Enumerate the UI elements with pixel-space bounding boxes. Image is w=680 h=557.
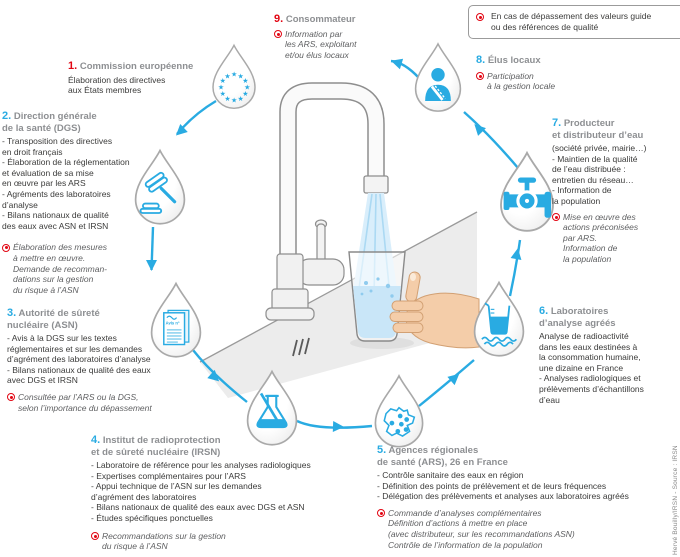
svg-text:★: ★	[231, 97, 237, 105]
section-dgs: 2. Direction générale de la santé (DGS) …	[2, 110, 174, 295]
section-number: 1.	[68, 60, 78, 72]
avis-document-droplet-icon: Avis n°	[150, 281, 202, 358]
credit-line: Hervé Bouilly/IRSN - Source : IRSN	[672, 445, 679, 555]
legend-alert-box: En cas de dépassement des valeurs guide …	[468, 5, 680, 39]
red-target-icon	[91, 532, 99, 541]
faucet	[265, 82, 389, 321]
section-number: 3.	[7, 307, 17, 319]
svg-text:★: ★	[224, 95, 230, 103]
section-body: Analyse de radioactivité dans les eaux d…	[539, 331, 644, 405]
red-target-icon	[476, 72, 484, 80]
avis-document-label: Avis n°	[166, 320, 180, 325]
section-body: Élaboration des directives aux États mem…	[68, 74, 166, 96]
section-number: 8.	[476, 54, 486, 66]
section-producteur: 7. Producteur et distributeur d’eau (soc…	[552, 117, 678, 265]
section-title: 2. Direction générale de la santé (DGS)	[2, 110, 97, 134]
section-title: 7. Producteur et distributeur d’eau	[552, 117, 644, 141]
svg-text:★: ★	[242, 90, 248, 98]
red-target-icon	[552, 213, 560, 222]
section-body: - Transposition des directives en droit …	[2, 136, 130, 231]
section-elus-locaux: 8. Élus locaux Participation à la gestio…	[476, 54, 596, 92]
svg-text:★: ★	[220, 90, 226, 98]
section-body: - Contrôle sanitaire des eaux en région …	[377, 470, 629, 502]
section-number: 5.	[377, 444, 387, 456]
sink-drain-icon	[292, 337, 310, 357]
person-droplet-icon	[414, 42, 462, 112]
svg-text:★: ★	[238, 72, 244, 80]
svg-text:★: ★	[218, 84, 224, 92]
section-number: 6.	[539, 305, 549, 317]
tap-filling-glass-illustration	[199, 82, 480, 398]
water-valve-droplet-icon	[500, 150, 554, 232]
svg-text:★: ★	[244, 84, 250, 92]
red-target-icon	[476, 13, 484, 21]
section-asn: 3. Autorité de sûreté nucléaire (ASN) - …	[7, 307, 192, 413]
section-laboratoires: 6. Laboratoires d’analyse agréés Analyse…	[539, 305, 677, 405]
section-ars: 5. Agences régionales de santé (ARS), 26…	[377, 444, 669, 550]
svg-text:★: ★	[220, 77, 226, 85]
svg-text:★: ★	[224, 72, 230, 80]
section-title: 1. Commission européenne	[68, 60, 194, 72]
section-title: 5. Agences régionales de santé (ARS), 26…	[377, 444, 508, 468]
gavel-droplet-icon	[134, 148, 186, 225]
france-map-droplet-icon	[374, 374, 424, 448]
flow-arrows	[146, 58, 522, 432]
svg-text:★: ★	[231, 70, 237, 78]
section-irsn: 4. Institut de radioprotection et de sûr…	[91, 434, 346, 552]
section-title: 9. Consommateur	[274, 13, 356, 25]
svg-text:★: ★	[242, 77, 248, 85]
section-body: (société privée, mairie…) - Maintien de …	[552, 143, 647, 206]
section-note: Mise en œuvre des actions préconisées pa…	[552, 212, 678, 265]
section-number: 2.	[2, 110, 12, 122]
section-title: 6. Laboratoires d’analyse agréés	[539, 305, 616, 329]
section-body: - Avis à la DGS sur les textes réglement…	[7, 333, 151, 386]
section-note: Consultée par l’ARS ou la DGS, selon l’i…	[7, 392, 192, 413]
beaker-droplet-icon	[473, 280, 525, 357]
section-title: 3. Autorité de sûreté nucléaire (ASN)	[7, 307, 100, 331]
section-note: Élaboration des mesures à mettre en œuvr…	[2, 242, 174, 295]
section-note: Information par les ARS, exploitant et/o…	[274, 29, 409, 61]
red-target-icon	[7, 393, 15, 402]
section-commission-europeenne: 1. Commission européenne Élaboration des…	[68, 60, 233, 96]
legend-alert-text: En cas de dépassement des valeurs guide …	[491, 11, 652, 32]
svg-text:★: ★	[238, 95, 244, 103]
red-target-icon	[2, 243, 10, 252]
section-number: 4.	[91, 434, 101, 446]
section-number: 9.	[274, 13, 284, 25]
red-target-icon	[377, 509, 385, 518]
section-title: 8. Élus locaux	[476, 54, 541, 66]
section-note: Recommandations sur la gestion du risque…	[91, 531, 346, 552]
flask-droplet-icon	[246, 369, 298, 446]
hand	[389, 271, 480, 349]
section-number: 7.	[552, 117, 562, 129]
section-title: 4. Institut de radioprotection et de sûr…	[91, 434, 221, 458]
section-body: - Laboratoire de référence pour les anal…	[91, 460, 311, 523]
section-note: Participation à la gestion locale	[476, 71, 596, 92]
red-target-icon	[274, 30, 282, 38]
eu-stars-droplet-icon: ★★ ★★ ★★ ★★ ★★ ★★	[212, 43, 256, 110]
section-note: Commande d’analyses complémentaires Défi…	[377, 508, 669, 550]
section-consommateur: 9. Consommateur Information par les ARS,…	[274, 13, 409, 61]
